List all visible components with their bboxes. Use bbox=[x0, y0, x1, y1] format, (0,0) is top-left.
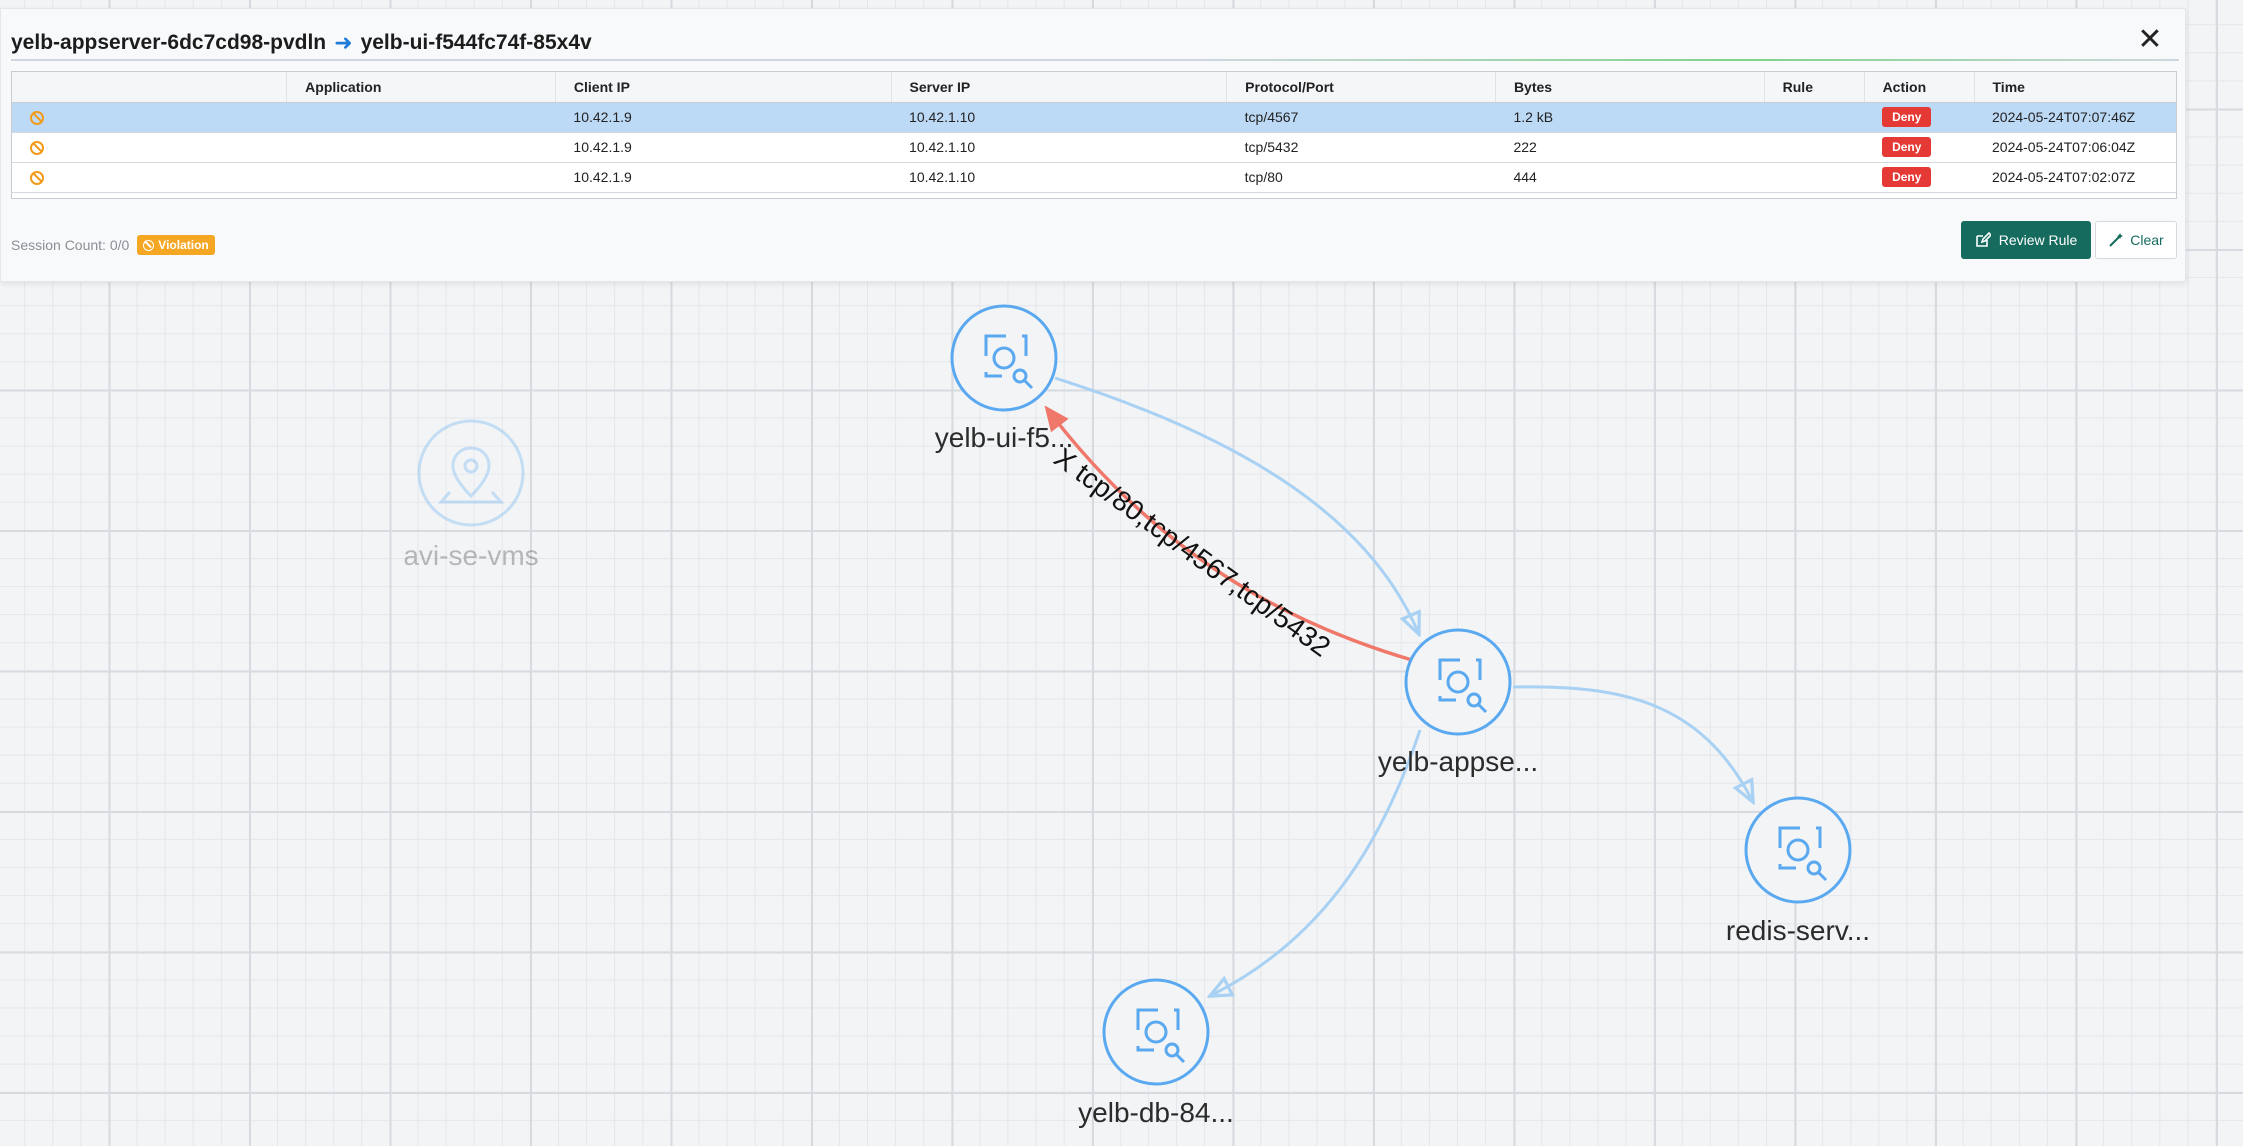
cell-rule bbox=[1764, 102, 1864, 132]
cell-bytes: 222 bbox=[1513, 139, 1537, 155]
arrow-right-icon: ➜ bbox=[334, 30, 353, 55]
review-rule-label: Review Rule bbox=[1998, 232, 2078, 248]
close-icon[interactable]: ✕ bbox=[2137, 23, 2163, 56]
node-label: yelb-ui-f5... bbox=[935, 422, 1074, 453]
deny-icon bbox=[30, 141, 44, 156]
target-workload: yelb-ui-f544fc74f-85x4v bbox=[360, 31, 592, 54]
column-header[interactable]: Application bbox=[286, 72, 556, 103]
cell-client-ip: 10.42.1.9 bbox=[573, 109, 632, 125]
cell-application bbox=[287, 102, 556, 132]
violation-label: Violation bbox=[158, 238, 209, 252]
node-label: yelb-db-84... bbox=[1078, 1097, 1234, 1128]
cell-server-ip: 10.42.1.10 bbox=[909, 139, 976, 155]
magic-wand-icon bbox=[2109, 233, 2124, 247]
clear-button[interactable]: Clear bbox=[2095, 221, 2177, 259]
search-scan-icon bbox=[1136, 1008, 1186, 1064]
flows-table: Application Client IP Server IP Protocol… bbox=[11, 71, 2177, 199]
column-header[interactable] bbox=[12, 72, 288, 103]
cell-client-ip: 10.42.1.9 bbox=[573, 169, 632, 185]
cell-application bbox=[287, 162, 556, 192]
action-badge: Deny bbox=[1882, 107, 1932, 127]
cell-time: 2024-05-24T07:07:46Z bbox=[1992, 109, 2136, 125]
search-scan-icon bbox=[984, 334, 1034, 390]
node-yelb-db[interactable]: yelb-db-84... bbox=[1078, 978, 1234, 1128]
table-header-row: Application Client IP Server IP Protocol… bbox=[12, 72, 2176, 103]
action-badge: Deny bbox=[1882, 137, 1932, 157]
cell-server-ip: 10.42.1.10 bbox=[909, 109, 976, 125]
cell-client-ip: 10.42.1.9 bbox=[573, 139, 632, 155]
header-divider bbox=[11, 59, 2179, 61]
node-label: yelb-appse... bbox=[1378, 746, 1538, 777]
column-header[interactable]: Protocol/Port bbox=[1226, 72, 1496, 103]
node-avi-se-vms[interactable]: avi-se-vms bbox=[403, 419, 539, 571]
table-row[interactable]: 10.42.1.9 10.42.1.10 tcp/4567 1.2 kB Den… bbox=[12, 102, 2176, 132]
column-header[interactable]: Server IP bbox=[891, 72, 1228, 103]
cell-rule bbox=[1764, 132, 1864, 162]
deny-icon bbox=[30, 111, 44, 126]
table-row[interactable]: 10.42.1.9 10.42.1.10 tcp/80 444 Deny 202… bbox=[12, 162, 2176, 192]
cell-rule bbox=[1764, 162, 1864, 192]
session-count: Session Count: 0/0 Violation bbox=[11, 235, 215, 255]
cell-protocol-port: tcp/4567 bbox=[1244, 109, 1299, 125]
cell-application bbox=[287, 132, 556, 162]
cell-protocol-port: tcp/80 bbox=[1244, 169, 1283, 185]
node-label: avi-se-vms bbox=[403, 540, 538, 571]
column-header[interactable]: Client IP bbox=[555, 72, 892, 103]
cell-time: 2024-05-24T07:02:07Z bbox=[1992, 169, 2136, 185]
flow-details-panel: yelb-appserver-6dc7cd98-pvdln ➜ yelb-ui-… bbox=[0, 8, 2186, 282]
cell-bytes: 444 bbox=[1513, 169, 1537, 185]
flow-title: yelb-appserver-6dc7cd98-pvdln ➜ yelb-ui-… bbox=[11, 23, 592, 63]
map-pin-icon bbox=[437, 446, 505, 504]
node-redis-server[interactable]: redis-serv... bbox=[1726, 796, 1870, 946]
column-header[interactable]: Rule bbox=[1764, 72, 1865, 103]
violation-icon bbox=[143, 239, 155, 251]
search-scan-icon bbox=[1778, 826, 1828, 882]
column-header[interactable]: Action bbox=[1864, 72, 1975, 103]
cell-bytes: 1.2 kB bbox=[1513, 109, 1554, 125]
column-header[interactable]: Bytes bbox=[1495, 72, 1765, 103]
violation-edge-appserver-to-ui[interactable] bbox=[1048, 410, 1413, 662]
search-scan-icon bbox=[1438, 658, 1488, 714]
node-label: redis-serv... bbox=[1726, 915, 1870, 946]
cell-protocol-port: tcp/5432 bbox=[1244, 139, 1299, 155]
edge-ui-to-appserver[interactable] bbox=[1054, 376, 1418, 632]
node-yelb-ui[interactable]: yelb-ui-f5... bbox=[935, 304, 1074, 453]
column-header[interactable]: Time bbox=[1974, 72, 2176, 103]
edge-appserver-to-redis[interactable] bbox=[1512, 685, 1752, 800]
edit-icon bbox=[1975, 232, 1991, 247]
review-rule-button[interactable]: Review Rule bbox=[1961, 221, 2091, 259]
violation-edge-label: X tcp/80,tcp/4567,tcp/5432 bbox=[1048, 442, 1336, 663]
cell-server-ip: 10.42.1.10 bbox=[909, 169, 976, 185]
node-yelb-appserver[interactable]: yelb-appse... bbox=[1378, 628, 1538, 777]
deny-icon bbox=[30, 171, 44, 186]
action-badge: Deny bbox=[1882, 167, 1932, 187]
session-count-text: Session Count: 0/0 bbox=[11, 237, 130, 253]
clear-label: Clear bbox=[2130, 232, 2164, 248]
table-row[interactable]: 10.42.1.9 10.42.1.10 tcp/5432 222 Deny 2… bbox=[12, 132, 2176, 162]
cell-time: 2024-05-24T07:06:04Z bbox=[1992, 139, 2136, 155]
violation-badge: Violation bbox=[137, 235, 215, 255]
edge-appserver-to-db[interactable] bbox=[1212, 729, 1422, 995]
source-workload: yelb-appserver-6dc7cd98-pvdln bbox=[11, 31, 327, 54]
